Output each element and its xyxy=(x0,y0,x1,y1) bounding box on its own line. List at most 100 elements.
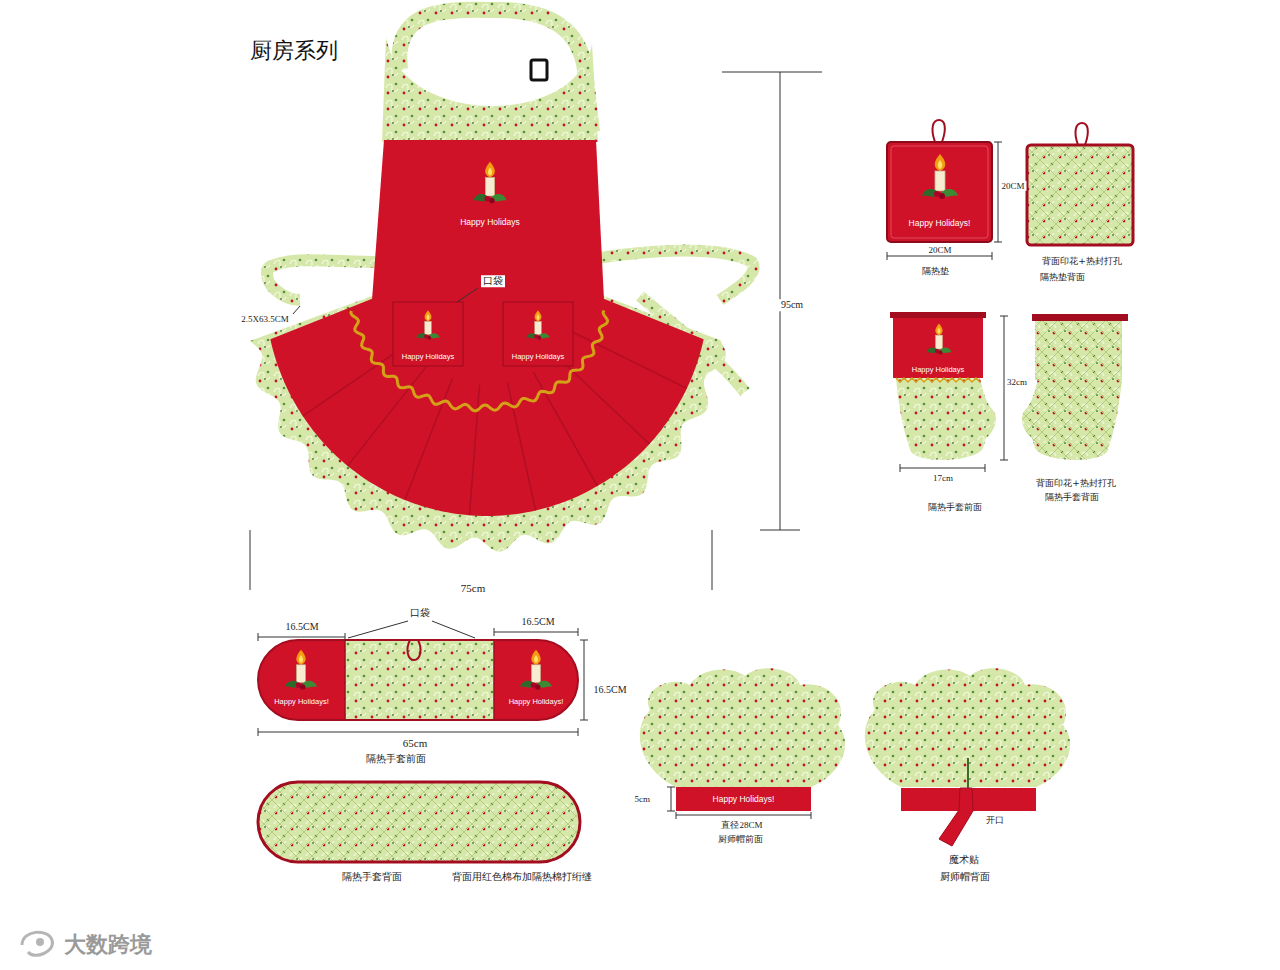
pot-holder-back xyxy=(1027,145,1133,245)
print-panel: Happy Holidays! xyxy=(494,640,578,720)
dimension-line xyxy=(258,633,345,641)
print-text: Happy Holidays xyxy=(460,217,520,227)
apron-pocket xyxy=(503,302,573,366)
inner-stitch xyxy=(891,146,988,238)
dimension-line xyxy=(900,464,985,472)
dimension: 2.5X63.5CM xyxy=(239,314,291,324)
print-text: Happy Holidays xyxy=(912,365,965,374)
apron-tie xyxy=(598,251,754,300)
print-text: Happy Holidays! xyxy=(713,794,775,804)
dimension-line xyxy=(676,812,811,819)
print-panel: Happy Holidays xyxy=(893,318,983,378)
print-text: Happy Holidays! xyxy=(509,697,564,706)
dimension: 16.5CM xyxy=(591,684,628,696)
dimension-line xyxy=(667,787,675,811)
hanging-loop xyxy=(407,640,420,660)
candle-icon xyxy=(526,310,550,339)
skirt-pleat xyxy=(555,355,649,444)
double-glove-front xyxy=(258,640,578,720)
mitt-binding xyxy=(890,312,986,318)
dimension: 65cm xyxy=(401,737,429,750)
double-glove-back xyxy=(258,782,580,862)
dimension: 16.5CM xyxy=(519,616,556,628)
dimension: 75cm xyxy=(459,582,487,595)
leader-line xyxy=(348,621,475,638)
skirt-pleat xyxy=(533,372,597,486)
apron-tie xyxy=(267,260,382,300)
print-panel: Happy Holidays! xyxy=(676,787,811,811)
part-name: 隔热垫 xyxy=(920,266,951,276)
print-panel: Happy Holidays! xyxy=(887,142,992,242)
hanging-loop xyxy=(1075,123,1087,145)
print-text: Happy Holidays xyxy=(402,352,455,361)
skirt-ruffle xyxy=(250,296,726,552)
pot-holder-front xyxy=(887,142,992,242)
mitt-body xyxy=(1022,378,1122,460)
print-panel: Happy Holidays xyxy=(393,302,463,366)
apron-pocket xyxy=(393,302,463,366)
dimension: 20CM xyxy=(999,181,1026,191)
dimension: 直径28CM xyxy=(719,820,764,830)
hanging-loop xyxy=(932,120,944,142)
mitt-cuff xyxy=(893,316,983,378)
part-name: 隔热手套前面 xyxy=(364,753,428,765)
part-name: 隔热手套背面 xyxy=(340,871,404,883)
callout: 口袋 xyxy=(408,607,432,619)
hat-back xyxy=(865,668,1070,846)
apron-skirt xyxy=(250,296,726,552)
watermark-logo xyxy=(22,932,52,955)
leader-line xyxy=(293,306,300,314)
dimension: 20CM xyxy=(926,245,953,255)
part-name: 隔热手套背面 xyxy=(1043,492,1101,502)
part-name: 隔热垫背面 xyxy=(1038,272,1087,282)
candle-icon xyxy=(922,154,958,199)
mitt-body xyxy=(896,378,996,460)
watermark: 大数跨境 xyxy=(62,932,154,957)
glove-middle xyxy=(258,640,578,720)
callout: 开口 xyxy=(984,815,1006,825)
dimension-line xyxy=(1000,316,1008,460)
candle-icon xyxy=(285,650,317,690)
candle-icon xyxy=(473,162,506,204)
dimension: 95cm xyxy=(779,299,805,311)
dimension: 16.5CM xyxy=(283,621,320,633)
dimension-line xyxy=(580,640,588,720)
part-name: 厨师帽前面 xyxy=(716,834,765,844)
mitt-cuff xyxy=(1035,320,1122,380)
callout: 魔术贴 xyxy=(947,854,981,866)
print-text: Happy Holidays! xyxy=(909,218,971,228)
leader-line xyxy=(457,288,478,302)
strap-buckle xyxy=(531,60,547,80)
dimension-line xyxy=(994,142,1002,242)
hat-band xyxy=(676,787,811,811)
candle-icon xyxy=(927,323,952,354)
dimension-line xyxy=(722,72,822,530)
part-name: 厨师帽背面 xyxy=(938,871,992,883)
hat-slit xyxy=(967,758,969,788)
print-panel: Happy Holidays! xyxy=(258,640,345,720)
velcro-strap xyxy=(939,788,973,846)
candle-icon xyxy=(416,310,440,339)
dimension: 17cm xyxy=(931,473,955,483)
apron-bib xyxy=(372,140,604,300)
skirt-pleat xyxy=(469,385,479,516)
hat-crown xyxy=(865,668,1070,787)
callout: 口袋 xyxy=(481,275,505,287)
sheet-title: 厨房系列 xyxy=(250,36,338,66)
mitt-binding xyxy=(1032,314,1128,321)
part-name: 隔热手套前面 xyxy=(926,502,984,512)
pocket-seam xyxy=(345,640,494,720)
candle-icon xyxy=(520,650,552,690)
dimension: 5cm xyxy=(633,794,653,804)
print-panel: Happy Holidays xyxy=(503,302,573,366)
dimension-line xyxy=(494,628,578,636)
rickrack-trim xyxy=(896,378,980,382)
print-text: Happy Holidays xyxy=(512,352,565,361)
glove-pocket xyxy=(258,640,345,720)
note: 背面印花+热封打孔 xyxy=(1034,478,1118,488)
glove-outline xyxy=(258,640,578,720)
skirt-panel xyxy=(270,298,703,516)
skirt-pleat xyxy=(571,331,687,388)
watermark-logo xyxy=(36,938,44,946)
